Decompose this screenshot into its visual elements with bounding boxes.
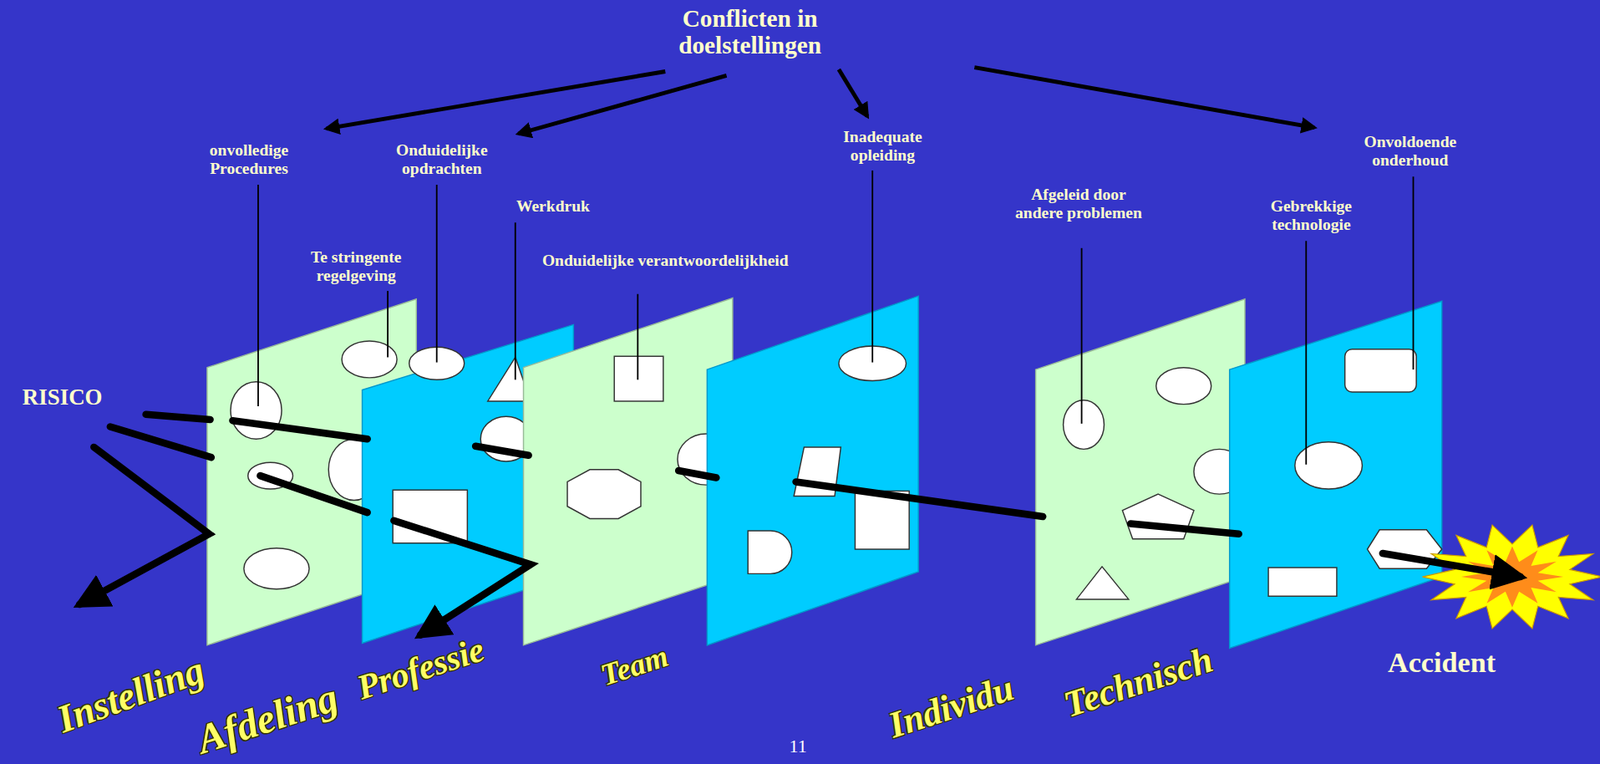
hole [1122,493,1194,539]
page-number: 11 [788,736,807,757]
callout-label: Te stringente regelgeving [287,248,426,285]
risk-trajectory [475,446,529,456]
leader-line [257,184,260,407]
callout-label: Onduidelijke opdrachten [372,141,511,178]
callout-label: Afgeleid door andere problemen [1013,185,1144,222]
risk-trajectory [1382,553,1521,577]
hole [341,340,397,378]
leader-line [436,184,438,363]
cheese-slice [706,295,919,646]
blocked-trajectory [259,475,367,513]
risk-trajectory [796,481,1044,517]
risk-trajectory [678,470,717,478]
risk-trajectory [1130,523,1239,534]
cause-arrow [838,69,868,117]
layer-name: Professie [351,629,489,708]
hole [1268,567,1337,596]
cause-arrow [974,67,1315,128]
hole [567,469,641,519]
callout-label: Onvoldoende onderhoud [1335,132,1484,169]
cause-arrow [518,75,727,134]
cheese-slice [1229,300,1443,648]
hole [747,530,793,574]
layer-name: Afdeling [190,671,344,762]
callout-label: Onduidelijke verantwoordelijkheid [527,250,803,269]
layer-name: Team [596,638,673,693]
risk-trajectory [232,420,367,439]
blocked-trajectory [393,520,531,635]
accident-label: Accident [1387,646,1496,679]
layer-name: Technisch [1057,637,1218,727]
hole [1295,441,1363,489]
leader-line [636,294,639,381]
leader-line [1081,248,1083,424]
hole [614,355,664,402]
cheese-slice [523,298,733,646]
risk-label: RISICO [22,384,103,410]
hole [1076,566,1128,600]
hole [1063,400,1105,450]
layer-name: Instelling [50,646,210,742]
cause-arrow [326,71,666,128]
hole [230,381,282,439]
callout-label: Inadequate opleiding [818,127,947,164]
layer-name: Individu [883,665,1019,747]
hole [1345,349,1417,392]
blocked-trajectory [110,426,212,458]
callout-label: Gebrekkige technologie [1242,197,1381,234]
cheese-slice [1036,299,1245,646]
leader-line [514,222,517,380]
blocked-trajectory [79,446,209,605]
leader-line [386,290,389,357]
risk-trajectory [146,414,211,420]
callout-label: onvolledige Procedures [185,141,314,178]
hole [243,548,310,590]
leader-line [871,170,874,363]
leader-line [1305,240,1307,464]
callout-label: Werkdruk [497,197,610,215]
cause-heading: Conflicten in doelstellingen [642,5,857,59]
leader-line [1412,176,1415,370]
hole [1156,367,1212,405]
